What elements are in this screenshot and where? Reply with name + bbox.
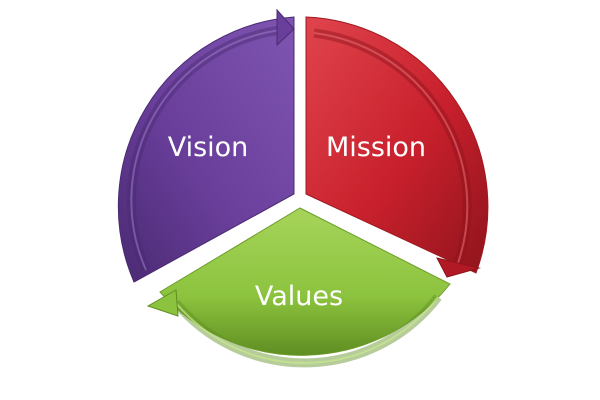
values-wedge bbox=[159, 207, 451, 356]
values-label: Values bbox=[255, 281, 343, 312]
mission-flow-arrow-highlight bbox=[313, 32, 469, 264]
vision-segment: Vision bbox=[117, 8, 295, 283]
mission-arrowhead bbox=[436, 257, 481, 278]
mission-wedge bbox=[305, 16, 489, 274]
vision-label: Vision bbox=[168, 132, 249, 163]
vision-wedge bbox=[117, 16, 295, 283]
vision-flow-arrow-highlight bbox=[130, 29, 282, 271]
values-arrowhead bbox=[146, 289, 179, 317]
vision-arrowhead bbox=[276, 8, 295, 47]
mission-segment: Mission bbox=[305, 16, 489, 278]
values-flow-arrow-highlight bbox=[175, 296, 439, 364]
mission-label: Mission bbox=[326, 132, 426, 163]
values-segment: Values bbox=[146, 207, 451, 368]
